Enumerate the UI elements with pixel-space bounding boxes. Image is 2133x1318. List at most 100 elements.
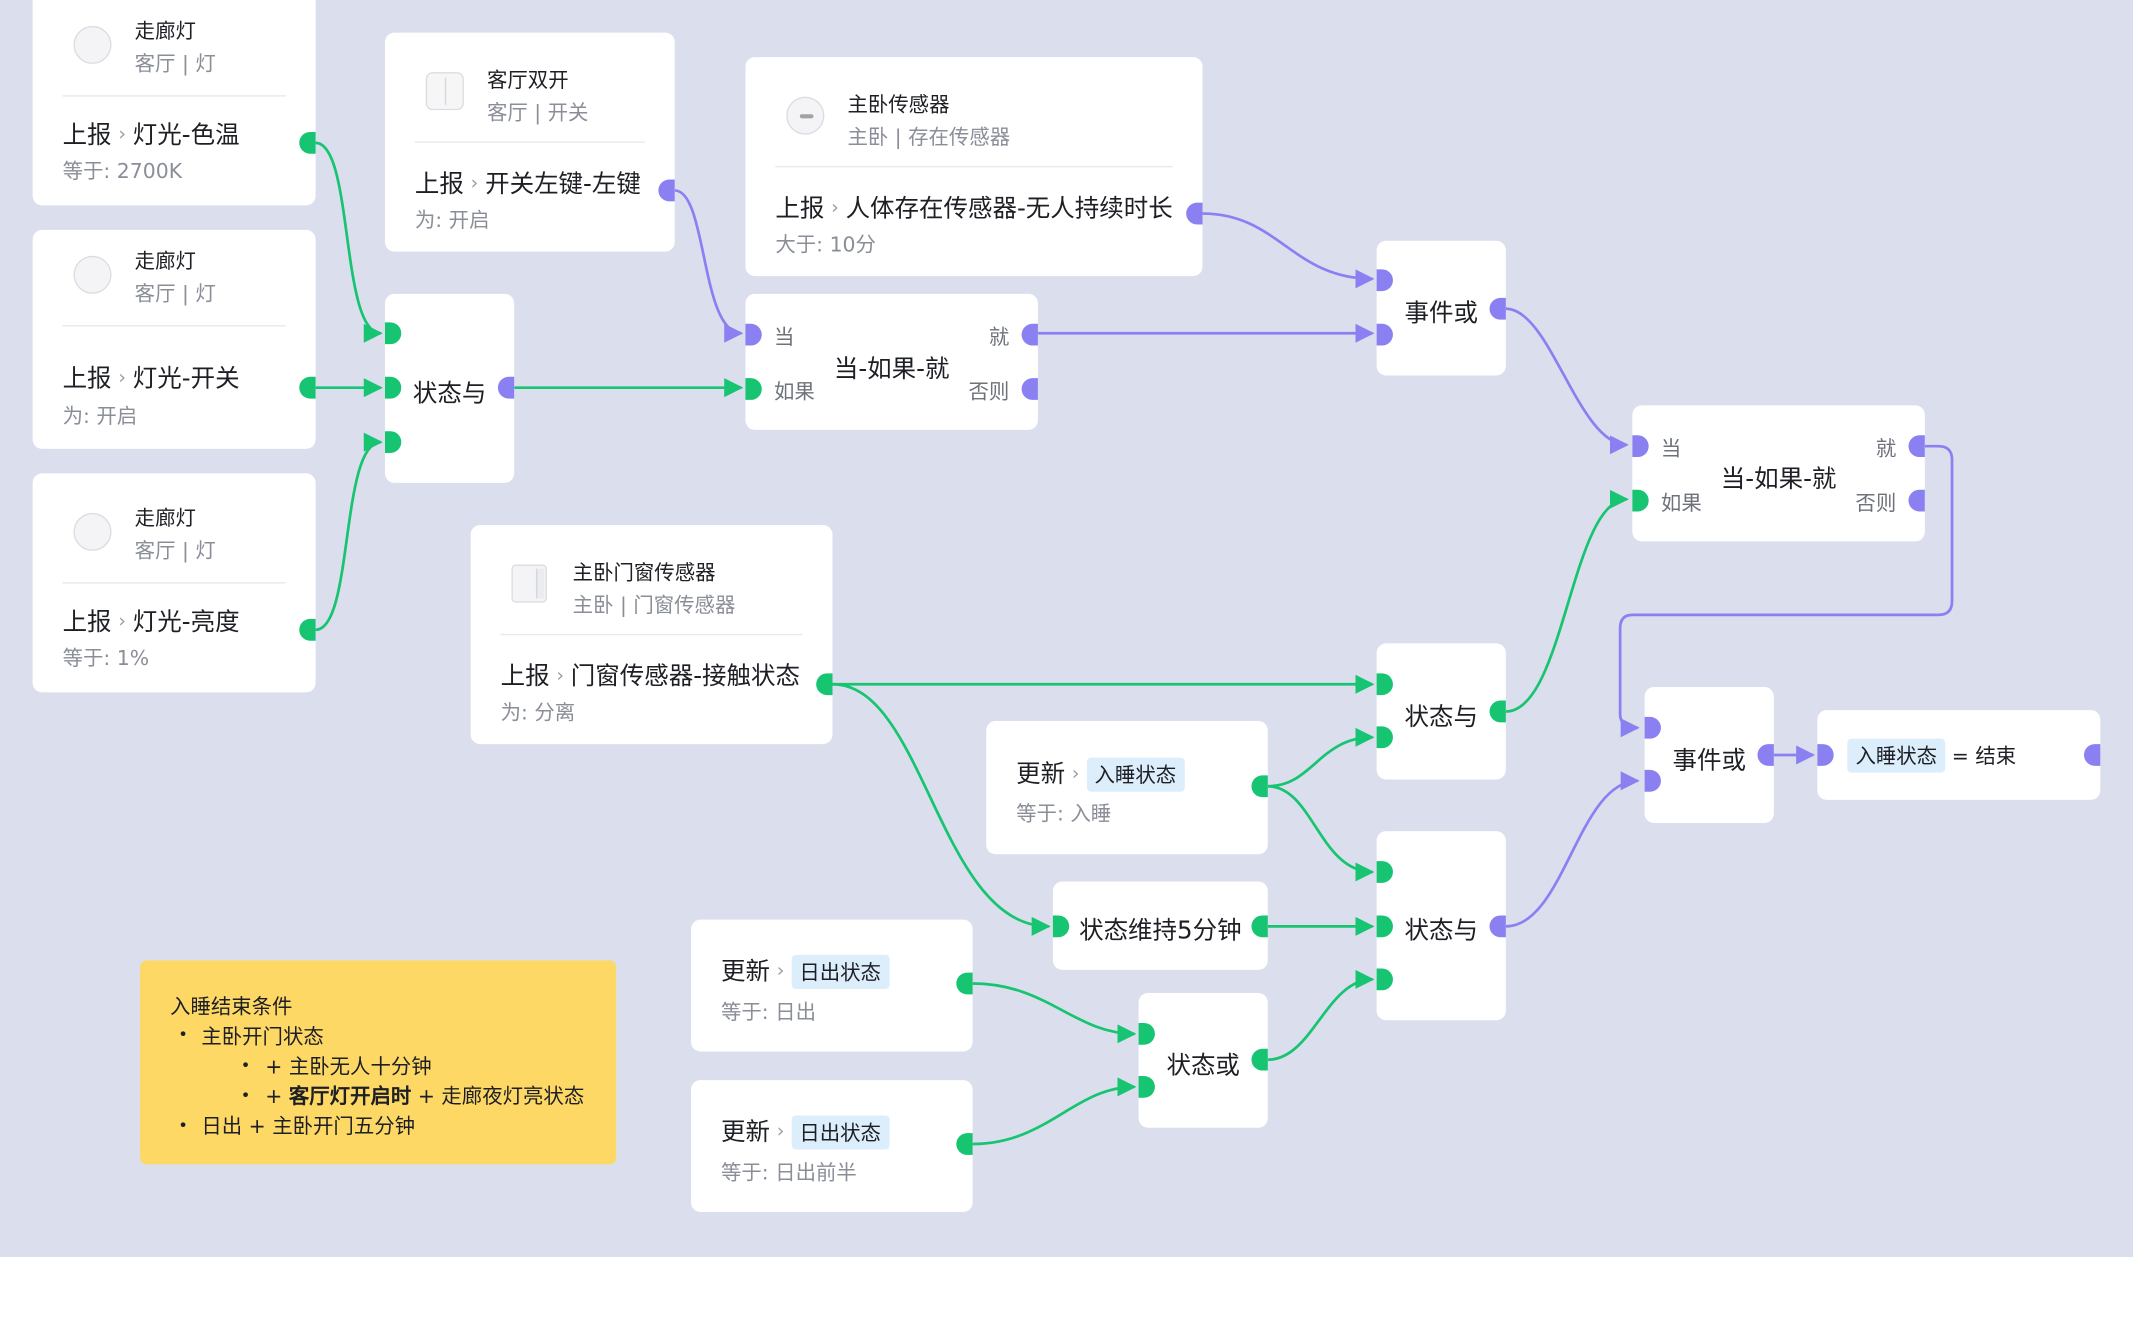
input-port[interactable]	[384, 431, 402, 453]
device-location: 客厅 | 灯	[134, 51, 216, 77]
input-port[interactable]	[1376, 673, 1393, 696]
logic-node-state-or[interactable]: 状态或	[1138, 993, 1268, 1128]
condition-value: 日出	[775, 999, 816, 1025]
output-port[interactable]	[816, 673, 833, 696]
event-line: 上报›灯光-色温	[63, 116, 240, 151]
output-port[interactable]	[1251, 775, 1268, 798]
event-line: 更新›日出状态	[721, 1113, 890, 1150]
input-port[interactable]	[1376, 915, 1393, 938]
chevron-right-icon: ›	[118, 123, 126, 146]
wire-d4-wif1	[674, 189, 744, 343]
condition-value: 开启	[96, 404, 138, 429]
device-card-corridor-light-color-temp[interactable]: 走廊灯 客厅 | 灯 上报›灯光-色温 等于: 2700K	[32, 0, 316, 206]
device-card-living-room-switch[interactable]: 客厅双开 客厅 | 开关 上报›开关左键-左键 为: 开启	[384, 32, 675, 252]
condition-label: 大于:	[775, 232, 824, 258]
logic-node-state-and-3[interactable]: 状态与	[1376, 831, 1506, 1021]
event-type: 更新	[720, 957, 770, 987]
logic-node-when-if-then-1[interactable]: 当-如果-就 当 如果 就 否则	[745, 293, 1038, 430]
output-port[interactable]	[1251, 915, 1268, 938]
input-port[interactable]	[1376, 323, 1393, 346]
condition: 为: 开启	[415, 205, 490, 234]
input-port[interactable]	[384, 376, 402, 399]
logic-node-event-or-1[interactable]: 事件或	[1376, 240, 1506, 376]
chevron-right-icon: ›	[118, 367, 126, 390]
input-port[interactable]	[1376, 861, 1393, 883]
input-port[interactable]	[1817, 744, 1834, 766]
then-output-port[interactable]	[1908, 435, 1925, 458]
input-port[interactable]	[1376, 269, 1393, 292]
else-output-port[interactable]	[1908, 489, 1925, 512]
device-name: 走廊灯	[134, 248, 196, 274]
output-port[interactable]	[299, 618, 316, 641]
presence-sensor-icon	[786, 96, 825, 135]
condition-label: 为:	[500, 700, 528, 726]
if-input-port[interactable]	[745, 378, 762, 400]
node-title: 当-如果-就	[1720, 465, 1837, 494]
wire-and3-evor2	[1505, 771, 1640, 928]
output-port[interactable]	[956, 1133, 973, 1155]
logic-node-when-if-then-2[interactable]: 当-如果-就 当 如果 就 否则	[1632, 405, 1925, 542]
input-port[interactable]	[1376, 968, 1393, 991]
if-input-port[interactable]	[1632, 489, 1649, 512]
logic-node-state-and-1[interactable]: 状态与	[384, 293, 515, 483]
condition: 等于: 2700K	[63, 156, 183, 185]
output-port[interactable]	[1489, 915, 1506, 938]
logic-node-state-hold-5min[interactable]: 状态维持5分钟	[1052, 881, 1268, 970]
event-attribute: 门窗传感器-接触状态	[570, 662, 801, 692]
node-title: 状态维持5分钟	[1079, 916, 1242, 946]
condition: 等于: 日出	[721, 997, 816, 1026]
output-port[interactable]	[1757, 744, 1774, 766]
device-card-bedroom-door-sensor[interactable]: 主卧门窗传感器 主卧 | 门窗传感器 上报›门窗传感器-接触状态 为: 分离	[470, 525, 833, 745]
logic-node-state-and-2[interactable]: 状态与	[1376, 643, 1506, 780]
node-title: 事件或	[1404, 299, 1478, 328]
device-card-corridor-light-switch[interactable]: 走廊灯 客厅 | 灯 上报›灯光-开关 为: 开启	[32, 229, 316, 449]
event-type: 上报	[414, 170, 464, 199]
when-input-port[interactable]	[1632, 435, 1649, 458]
output-port[interactable]	[2083, 744, 2101, 766]
node-title: 状态与	[412, 379, 487, 409]
output-port[interactable]	[299, 131, 316, 154]
output-port[interactable]	[1489, 297, 1506, 320]
output-port[interactable]	[497, 376, 515, 399]
update-card-sleep-state[interactable]: 更新›入睡状态 等于: 入睡	[986, 720, 1268, 855]
output-port[interactable]	[299, 376, 316, 399]
logic-node-event-or-2[interactable]: 事件或	[1644, 686, 1774, 823]
if-label: 如果	[774, 379, 815, 405]
input-port[interactable]	[1376, 726, 1393, 749]
output-port[interactable]	[1251, 1048, 1268, 1071]
device-card-corridor-light-brightness[interactable]: 走廊灯 客厅 | 灯 上报›灯光-亮度 等于: 1%	[32, 473, 316, 693]
flow-canvas[interactable]: 走廊灯 客厅 | 灯 上报›灯光-色温 等于: 2700K 走廊灯 客厅 | 灯…	[0, 0, 2133, 1257]
input-port[interactable]	[1644, 716, 1661, 739]
device-name: 主卧门窗传感器	[572, 560, 716, 585]
input-port[interactable]	[1138, 1022, 1155, 1045]
event-line: 上报›门窗传感器-接触状态	[501, 657, 800, 692]
input-port[interactable]	[1052, 915, 1070, 938]
output-port[interactable]	[1186, 202, 1203, 225]
output-port[interactable]	[1489, 700, 1506, 723]
device-card-bedroom-presence-sensor[interactable]: 主卧传感器 主卧 | 存在传感器 上报›人体存在传感器-无人持续时长 大于: 1…	[745, 57, 1203, 277]
else-output-port[interactable]	[1021, 378, 1038, 400]
device-name: 走廊灯	[134, 19, 196, 44]
input-port[interactable]	[1644, 769, 1661, 792]
condition: 等于: 入睡	[1016, 798, 1111, 827]
sticky-note[interactable]: 入睡结束条件 • 主卧开门状态 • + 主卧无人十分钟 • + 客厅灯开启时 +…	[140, 960, 617, 1165]
bottom-bar	[0, 1257, 2133, 1318]
input-port[interactable]	[384, 322, 402, 345]
condition-label: 为:	[62, 404, 90, 429]
action-line: 入睡状态 = 结束	[1847, 738, 2016, 773]
action-card-set-sleep-state[interactable]: 入睡状态 = 结束	[1817, 710, 2101, 800]
update-card-sunrise[interactable]: 更新›日出状态 等于: 日出	[691, 919, 973, 1052]
chevron-right-icon: ›	[118, 610, 126, 633]
input-port[interactable]	[1138, 1075, 1155, 1098]
device-header: 走廊灯 客厅 | 灯	[62, 230, 286, 327]
device-location: 客厅 | 开关	[486, 100, 589, 126]
bullet-icon: •	[178, 1115, 188, 1135]
then-output-port[interactable]	[1021, 323, 1038, 346]
when-input-port[interactable]	[745, 323, 762, 346]
update-card-before-sunrise[interactable]: 更新›日出状态 等于: 日出前半	[691, 1080, 973, 1213]
bullet-icon: •	[240, 1085, 251, 1105]
device-name: 走廊灯	[134, 506, 196, 531]
output-port[interactable]	[956, 972, 973, 995]
output-port[interactable]	[658, 179, 675, 202]
